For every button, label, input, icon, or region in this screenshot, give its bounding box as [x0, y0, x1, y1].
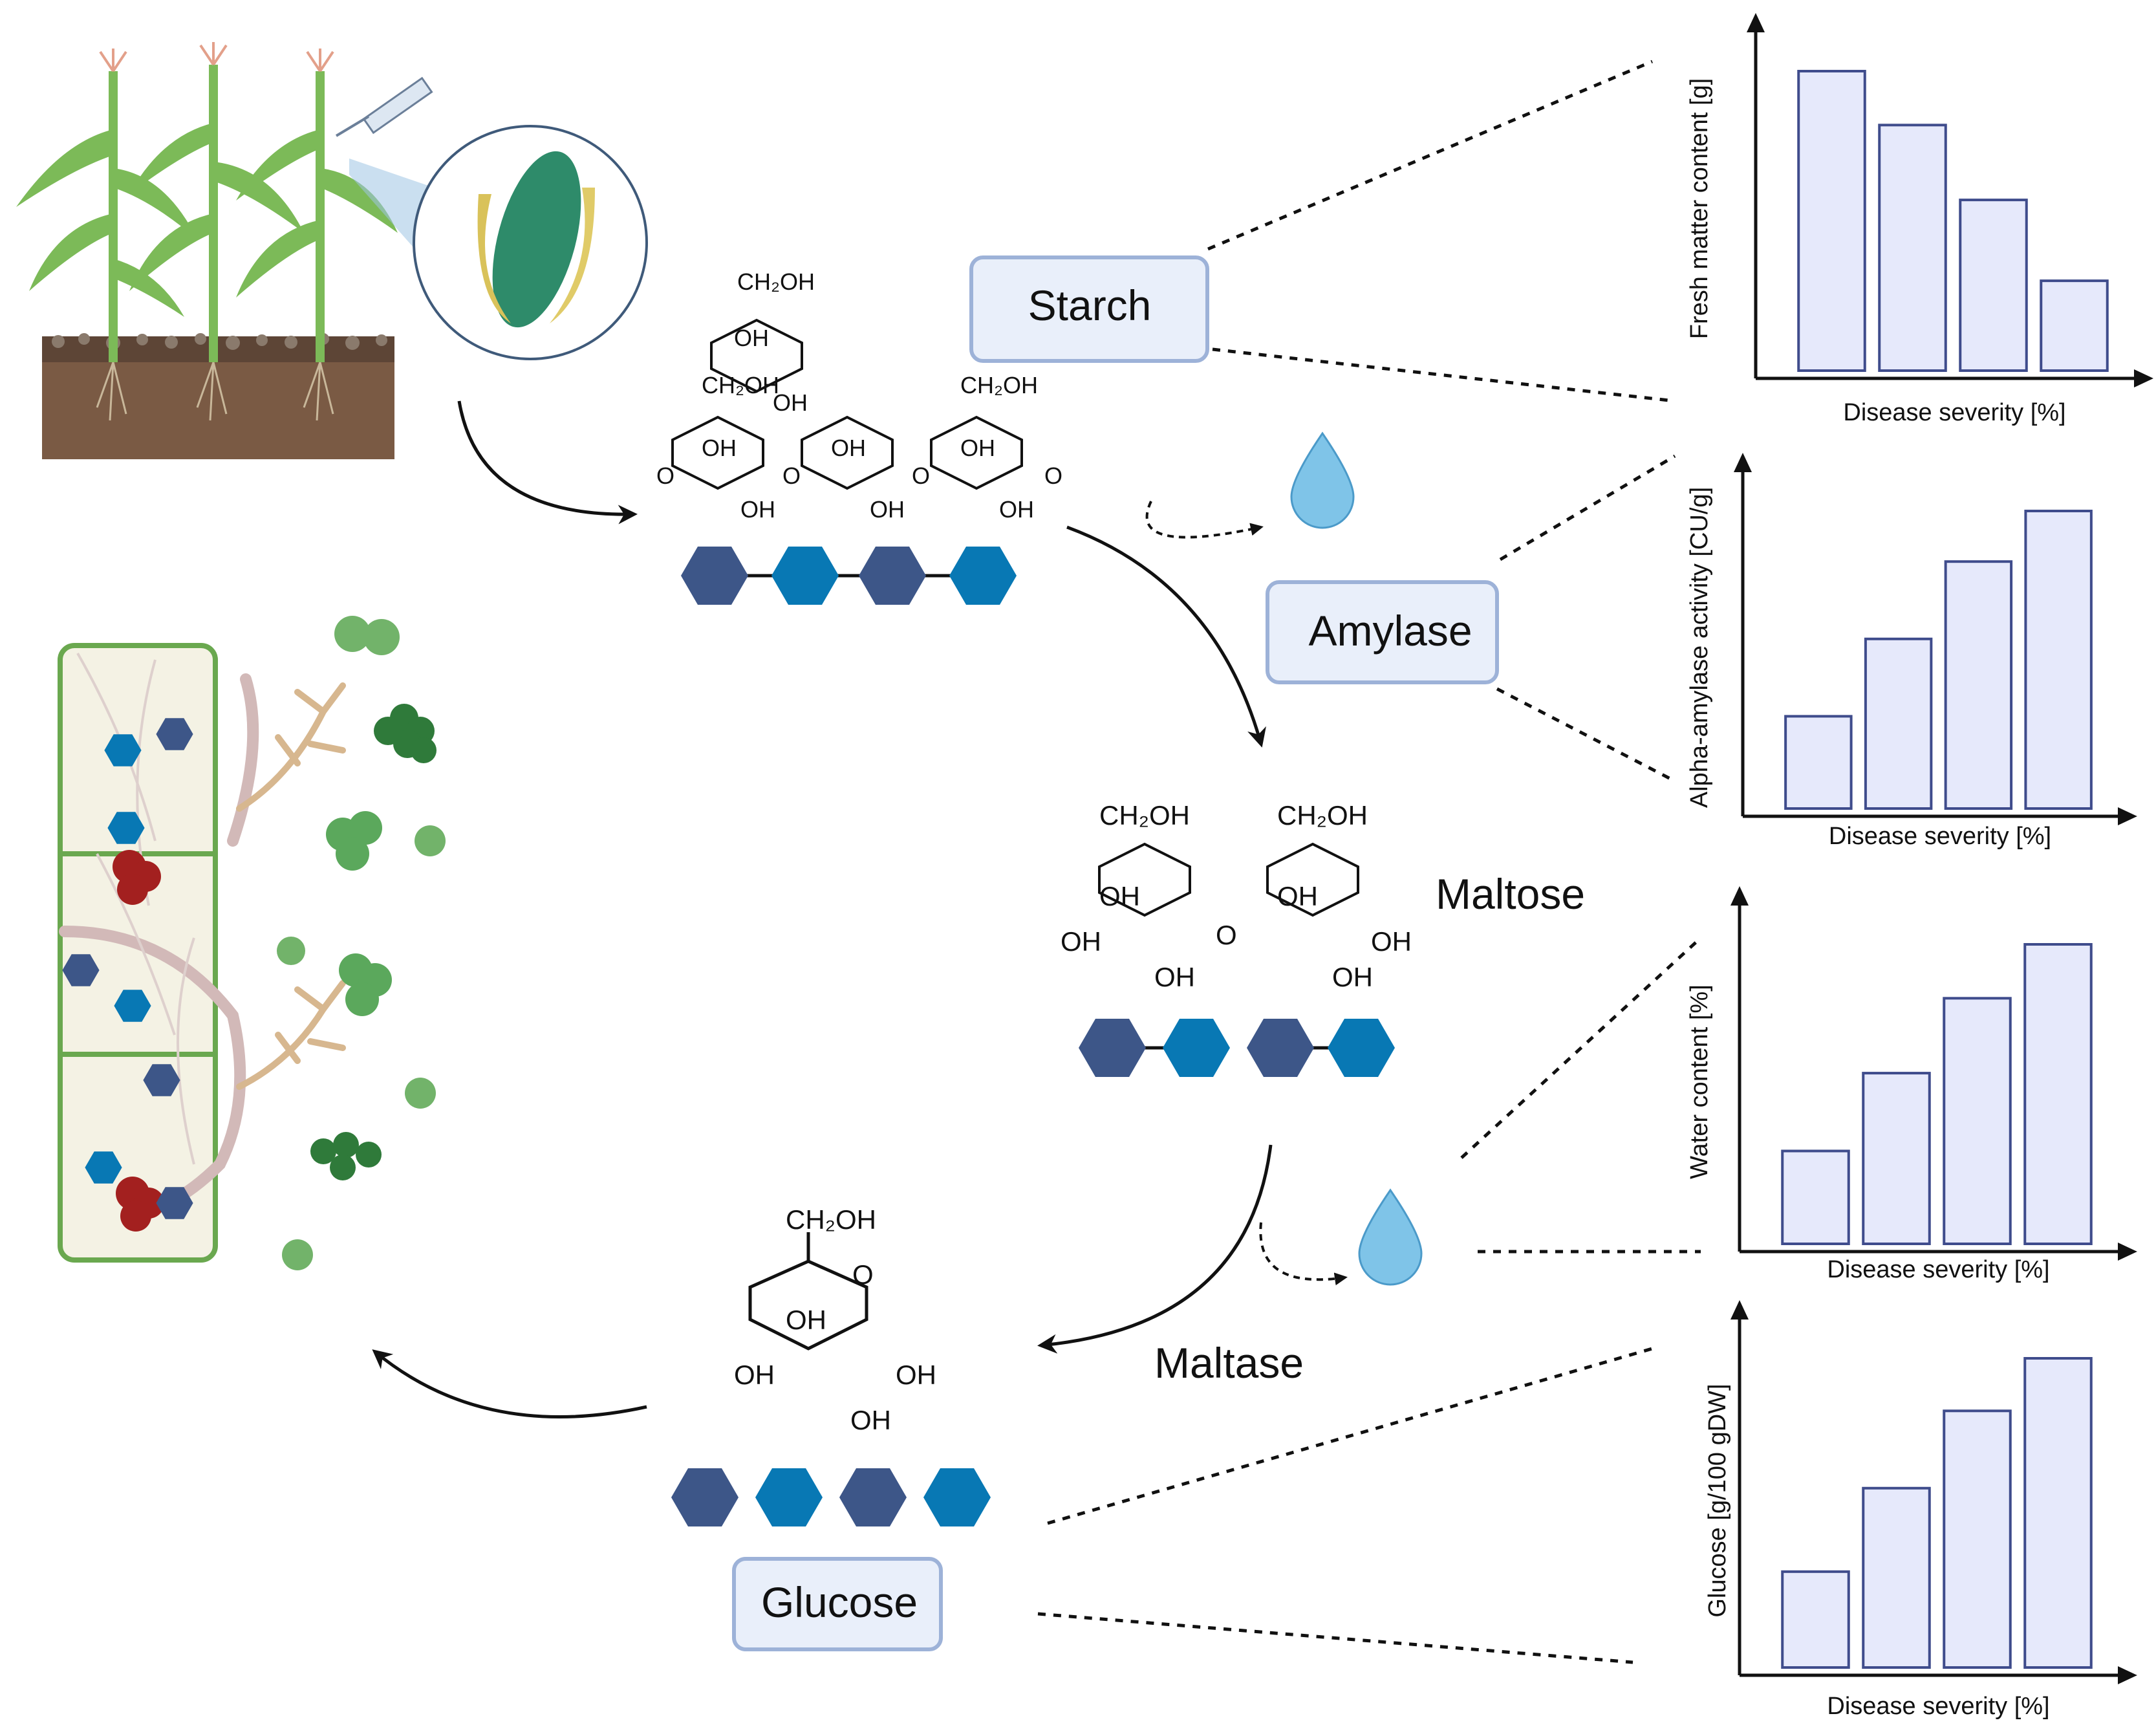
glucose-oh: OH	[850, 1405, 891, 1435]
glucose-label: Glucose	[761, 1578, 918, 1626]
starch-o: O	[656, 462, 674, 489]
glucose-oh: OH	[896, 1360, 936, 1390]
bar-2	[1862, 1072, 1931, 1245]
maltose-oh: OH	[1277, 881, 1318, 911]
starch-box: Starch	[969, 255, 1209, 363]
bar-1	[1797, 70, 1866, 372]
water-arrow-maltase	[1259, 1222, 1348, 1286]
maltose-oh: OH	[1332, 962, 1373, 992]
x-axis-arrowhead	[2118, 1666, 2137, 1684]
starch-oh: OH	[740, 496, 775, 523]
y-axis-label: Alpha-amylase activity [CU/g]	[1686, 487, 1713, 808]
x-axis-label: Disease severity [%]	[1827, 1693, 2049, 1720]
amylase-box: Amylase	[1266, 580, 1499, 684]
connector-lines	[1037, 60, 1702, 1664]
water-arrow-amylase	[1145, 501, 1264, 539]
bar-3	[1943, 1409, 2012, 1669]
arrow-glucose-to-fungus	[372, 1349, 647, 1418]
bar-4	[2023, 943, 2093, 1245]
starch-ch2oh-1: CH₂OH	[702, 372, 779, 398]
syringe-icon	[335, 76, 433, 137]
starch-oh: OH	[960, 435, 995, 461]
x-axis-label: Disease severity [%]	[1843, 399, 2065, 426]
bar-4	[2024, 510, 2093, 810]
bar-3	[1959, 199, 2028, 372]
bar-1	[1784, 715, 1853, 810]
starch-ch2oh-3: CH₂OH	[960, 372, 1038, 398]
bar-1	[1781, 1149, 1850, 1245]
y-axis-arrowhead	[1730, 886, 1749, 906]
maltose-hexagon-chain	[1079, 1019, 1395, 1077]
maltose-o: O	[1216, 920, 1237, 950]
glucose-structure: CH₂OH OH OH OH OH O	[734, 1204, 936, 1435]
maltose-oh: OH	[1099, 881, 1140, 911]
amylase-label: Amylase	[1308, 607, 1472, 655]
starch-oh: OH	[831, 435, 866, 461]
x-axis-arrowhead	[2118, 1243, 2137, 1261]
water-drop-icon	[1290, 431, 1355, 529]
y-axis-label: Water content [%]	[1686, 984, 1713, 1179]
glucose-oh: OH	[786, 1305, 826, 1335]
bar-chart-1: Disease severity [%] Fresh matter content…	[1686, 13, 2153, 426]
starch-o: O	[782, 462, 801, 489]
maltose-structure: CH₂OH CH₂OH OH OH OH OH OH OH O	[1061, 800, 1412, 992]
x-axis-arrowhead	[2118, 807, 2137, 825]
starch-label: Starch	[1028, 281, 1152, 329]
maltose-ch2oh-1: CH₂OH	[1099, 800, 1190, 831]
y-axis-arrowhead	[1730, 1300, 1749, 1320]
bar-4	[2040, 279, 2109, 372]
y-axis-arrowhead	[1747, 13, 1765, 32]
y-axis-arrowhead	[1734, 453, 1752, 472]
fungal-hyphae-illustration	[58, 616, 446, 1270]
bar-chart-3: Disease severity [%] Water content [%]	[1686, 886, 2137, 1283]
starch-oh: OH	[702, 435, 737, 461]
glucose-ch2oh: CH₂OH	[786, 1204, 876, 1235]
glucose-o: O	[852, 1259, 874, 1290]
maltose-oh: OH	[1061, 926, 1101, 957]
corn-cob-zoom-icon	[349, 125, 648, 360]
maltose-oh: OH	[1154, 962, 1195, 992]
starch-oh: OH	[773, 389, 808, 416]
arrow-field-to-starch	[457, 400, 638, 525]
maltose-label: Maltose	[1436, 870, 1585, 918]
x-axis-arrowhead	[2134, 369, 2153, 387]
bar-2	[1862, 1486, 1931, 1669]
glucose-oh: OH	[734, 1360, 775, 1390]
bar-chart-2: Disease severity [%] Alpha-amylase activi…	[1686, 453, 2137, 850]
starch-oh: OH	[734, 325, 769, 351]
starch-o: O	[1044, 462, 1062, 489]
x-axis-label: Disease severity [%]	[1827, 1256, 2049, 1283]
process-arrows	[372, 400, 1273, 1418]
bar-3	[1944, 560, 2013, 810]
glucose-hexagons	[671, 1468, 991, 1526]
glucose-box: Glucose	[732, 1557, 943, 1651]
y-axis-label: Fresh matter content [g]	[1686, 78, 1713, 339]
y-axis-label: Glucose [g/100 gDW]	[1704, 1384, 1731, 1617]
x-axis-label: Disease severity [%]	[1829, 823, 2051, 850]
maltase-label: Maltase	[1154, 1339, 1304, 1387]
bar-1	[1781, 1570, 1850, 1669]
starch-structure: CH₂OH CH₂OH CH₂OH OH OH OH OH OH OH OH O…	[656, 268, 1062, 523]
arrow-starch-to-maltose	[1066, 525, 1266, 748]
bar-charts: Disease severity [%] Fresh matter content…	[1686, 13, 2153, 1720]
bar-chart-4: Disease severity [%] Glucose [g/100 gDW]	[1704, 1300, 2137, 1720]
bar-2	[1878, 124, 1947, 372]
water-drop-icon	[1358, 1188, 1423, 1286]
arrow-maltose-to-glucose	[1037, 1144, 1273, 1354]
starch-o: O	[912, 462, 930, 489]
starch-oh: OH	[999, 496, 1034, 523]
corn-plants-illustration	[16, 42, 398, 459]
hydrolysis-arrows	[1145, 501, 1348, 1286]
starch-ch2oh-top: CH₂OH	[737, 268, 815, 295]
bar-4	[2023, 1357, 2093, 1669]
starch-oh: OH	[870, 496, 905, 523]
bar-3	[1943, 997, 2012, 1245]
starch-hexagon-chain	[681, 547, 1017, 605]
maltose-ch2oh-2: CH₂OH	[1277, 800, 1368, 831]
maltose-oh: OH	[1371, 926, 1412, 957]
bar-2	[1864, 637, 1933, 810]
